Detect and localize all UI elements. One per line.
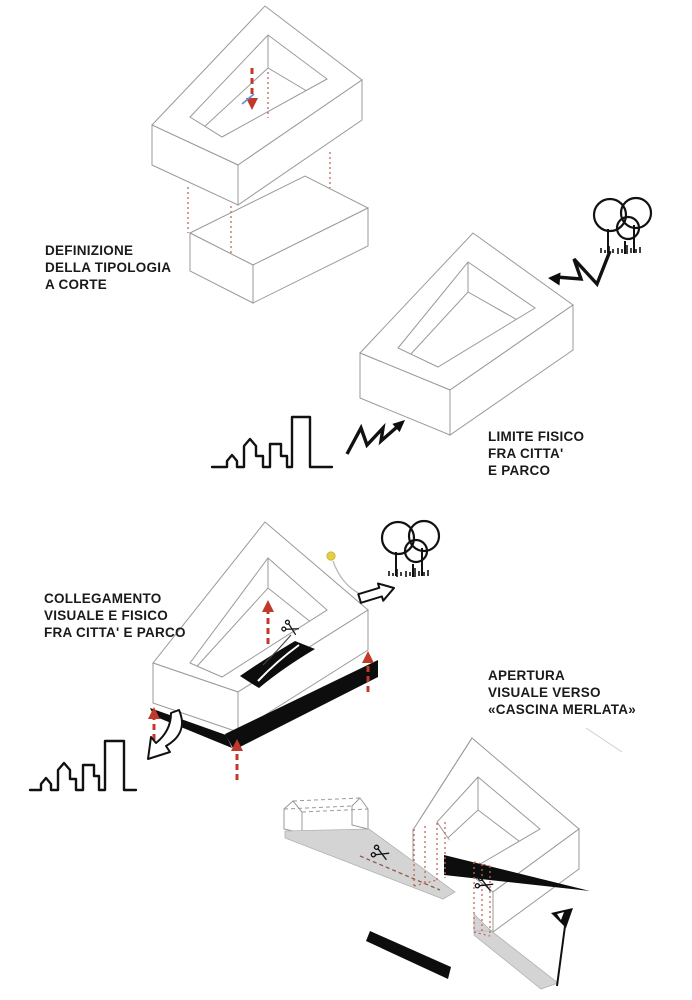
city-skyline-icon [210, 415, 334, 469]
cut-line [359, 855, 441, 891]
step-3-label: COLLEGAMENTO VISUALE E FISICO FRA CITTA'… [44, 590, 186, 641]
label-line: VISUALE E FISICO [44, 608, 169, 623]
label-line: APERTURA [488, 668, 566, 683]
outline-arrow-city [147, 709, 183, 760]
extrude-down-arrow-icon [241, 68, 258, 110]
up-arrow [231, 739, 243, 780]
label-line: DEFINIZIONE [45, 243, 134, 258]
sun-dot-icon [326, 551, 336, 561]
base-slab [188, 175, 370, 304]
cut-marks-right [473, 861, 491, 937]
view-cone-icon [284, 828, 456, 900]
label-line: COLLEGAMENTO [44, 591, 162, 606]
up-arrow [362, 651, 374, 692]
label-line: FRA CITTA' E PARCO [44, 625, 186, 640]
label-line: «CASCINA MERLATA» [488, 702, 637, 717]
step-1-typology-diagram [151, 5, 370, 304]
step-2-limit-diagram [210, 196, 653, 469]
step-3-connection-diagram [28, 519, 441, 792]
label-line: A CORTE [45, 277, 107, 292]
trees-icon [592, 196, 653, 256]
guide-line [585, 727, 623, 753]
eye-viewpoint-icon [551, 908, 573, 987]
courtyard-ring [151, 5, 363, 206]
courtyard-ring [359, 232, 574, 436]
outline-arrow-park [357, 582, 395, 604]
up-arrow [262, 600, 274, 644]
projection-lines [187, 72, 331, 256]
step-1-label: DEFINIZIONE DELLA TIPOLOGIA A CORTE [45, 242, 171, 293]
courtyard-ring [152, 521, 369, 733]
zigzag-arrow-park [548, 250, 612, 288]
label-line: FRA CITTA' [488, 446, 564, 461]
trees-icon [380, 519, 441, 579]
label-line: E PARCO [488, 463, 551, 478]
cut-marks-left [413, 822, 446, 887]
step-4-opening-diagram [283, 727, 623, 990]
label-line: DELLA TIPOLOGIA [45, 260, 172, 275]
city-skyline-icon [28, 739, 138, 792]
blue-tick [241, 93, 255, 105]
label-line: VISUALE VERSO [488, 685, 601, 700]
step-4-label: APERTURA VISUALE VERSO «CASCINA MERLATA» [488, 667, 636, 718]
zigzag-arrow-city [345, 420, 405, 455]
left-edge [412, 737, 473, 831]
guide-curve [332, 560, 361, 595]
step-2-label: LIMITE FISICO FRA CITTA' E PARCO [488, 428, 584, 479]
courtyard-ramp-black [240, 634, 315, 688]
label-line: LIMITE FISICO [488, 429, 585, 444]
farmstead-icon [283, 797, 369, 834]
